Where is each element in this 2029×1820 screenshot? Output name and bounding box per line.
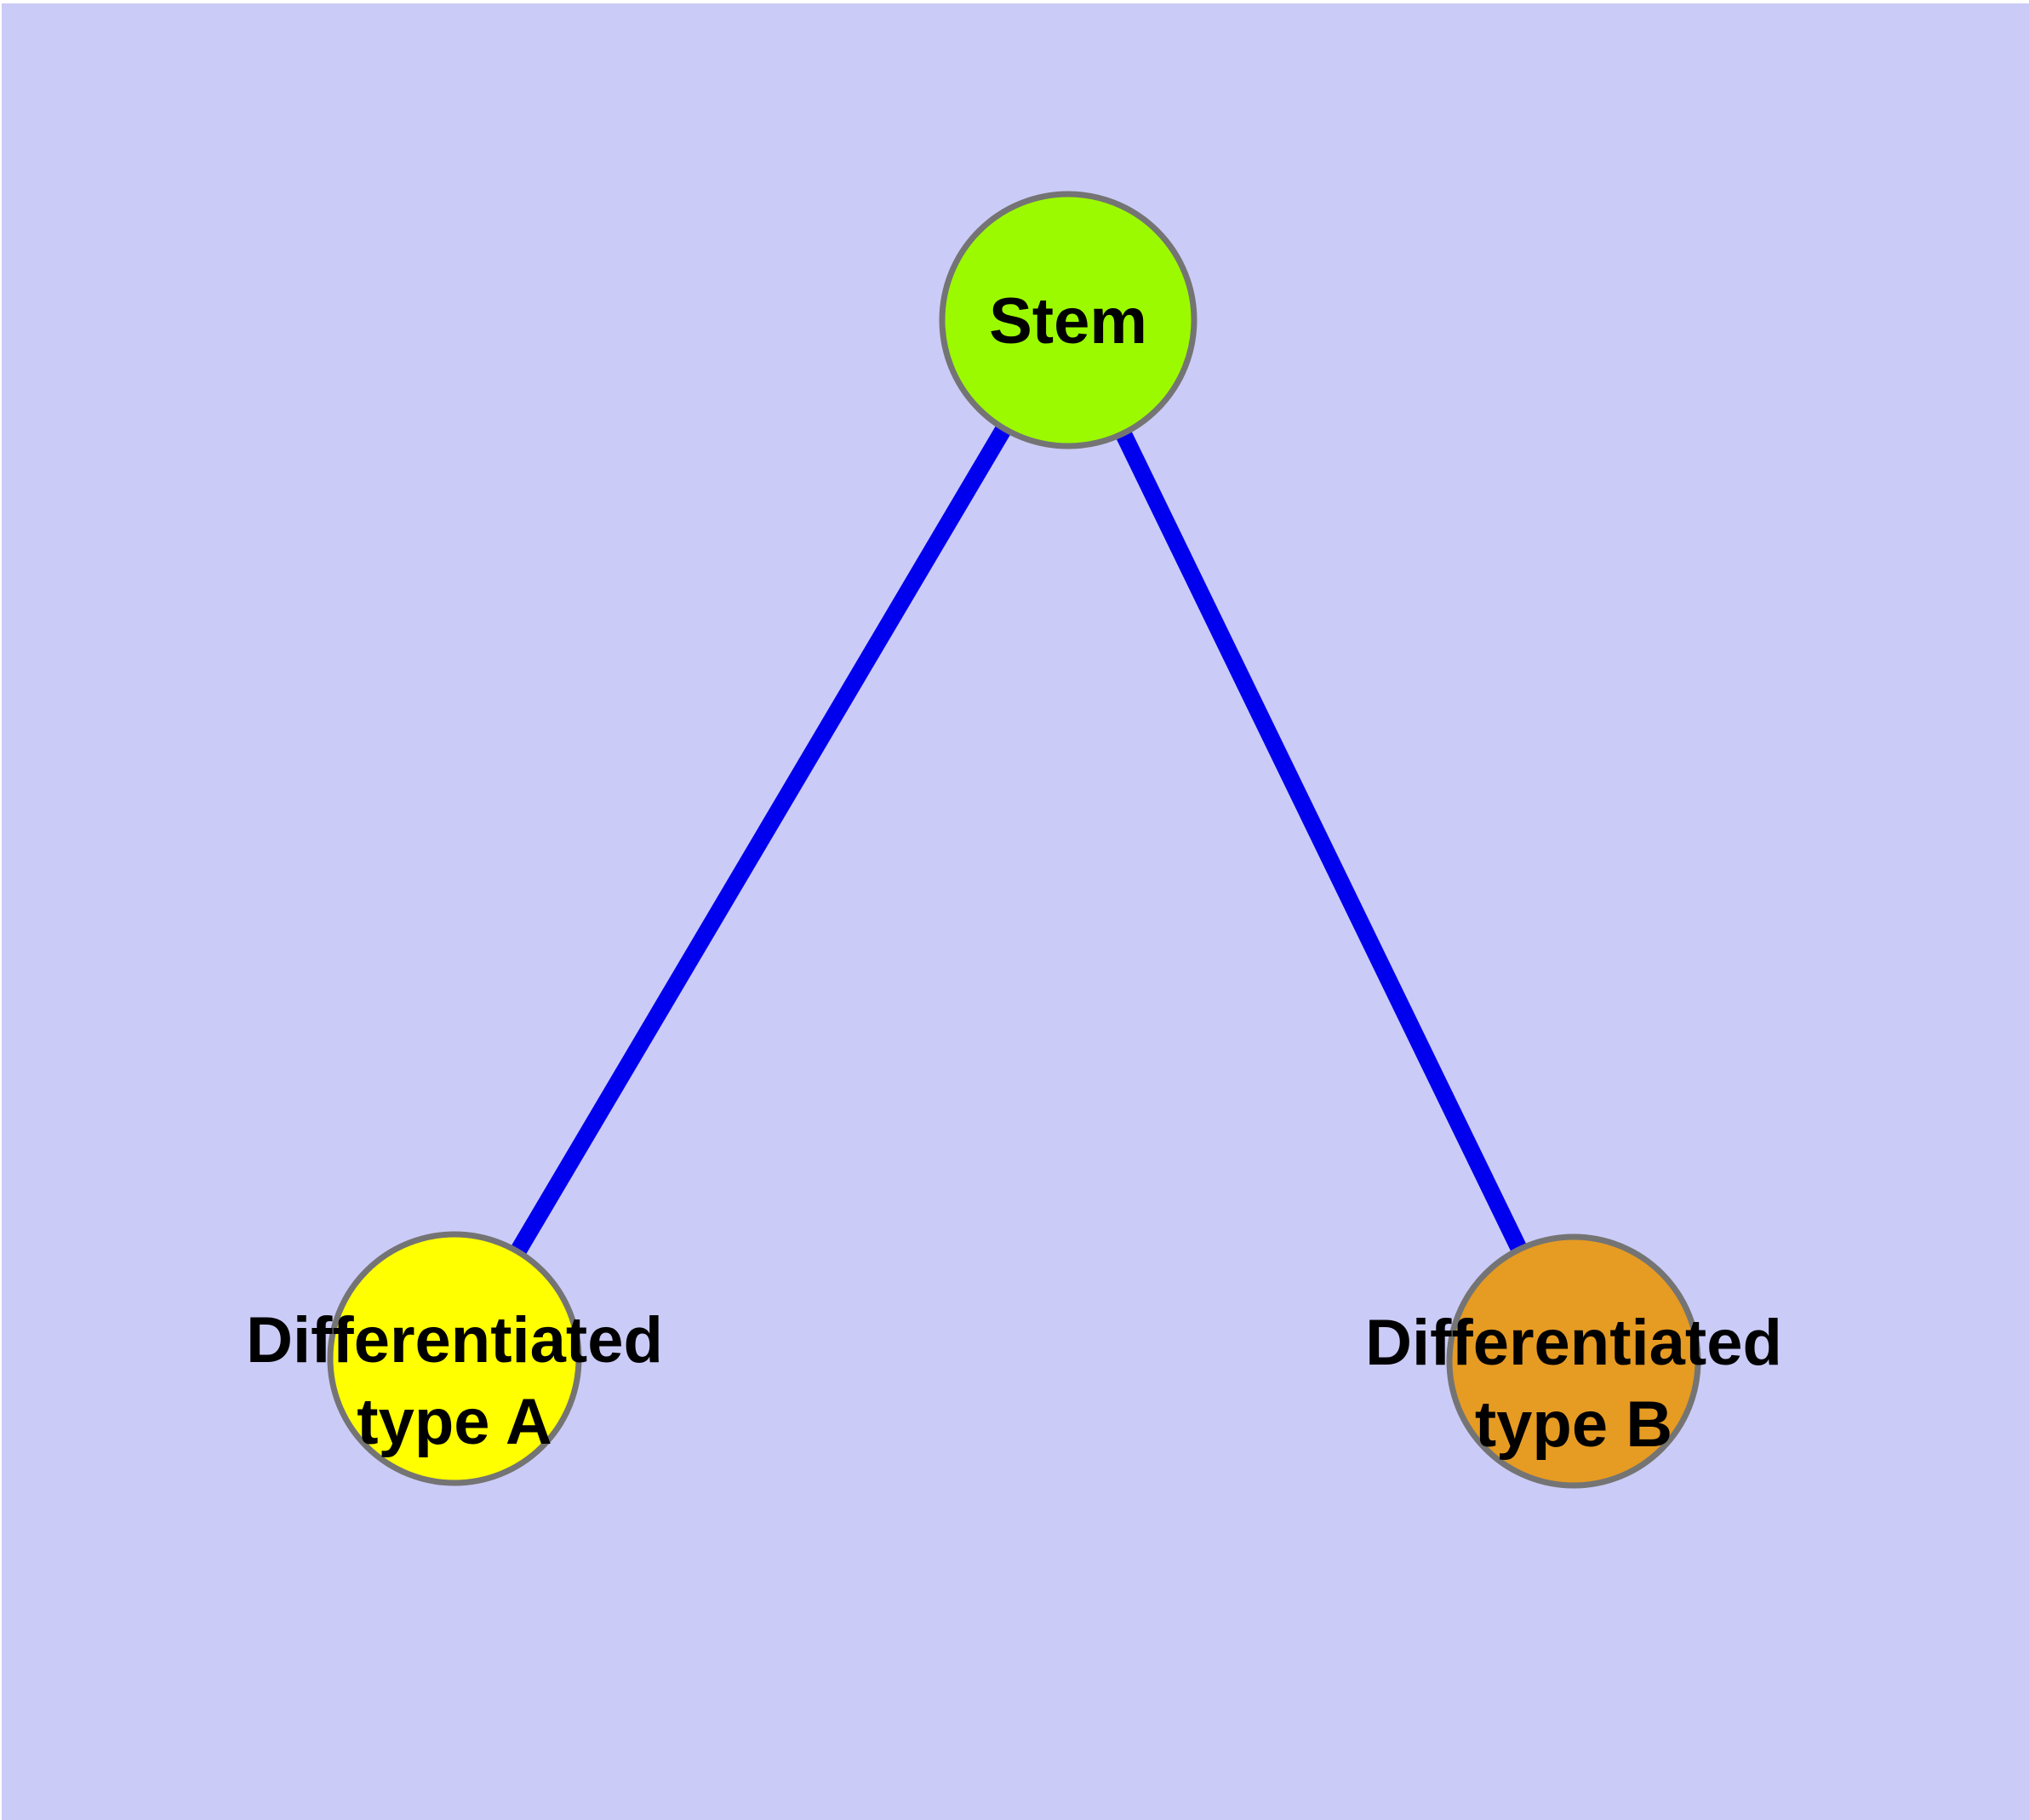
node-stem-circle (939, 191, 1197, 449)
node-type-a-label-line1: Differentiated (246, 1304, 663, 1376)
node-type-b-label-line2: type B (1475, 1388, 1672, 1461)
node-type-a-circle (327, 1231, 582, 1486)
node-type-b-circle (1446, 1233, 1701, 1489)
node-differentiated-type-a: Differentiated type A (246, 1231, 663, 1486)
node-differentiated-type-b: Differentiated type B (1365, 1233, 1782, 1489)
node-stem: Stem (939, 191, 1197, 449)
node-type-a-label-line2: type A (357, 1386, 552, 1458)
node-stem-label: Stem (989, 285, 1147, 358)
edge-stem-to-type-b (1060, 316, 1581, 1365)
graph-canvas: Stem Differentiated type A Differentiate… (2, 3, 2029, 1820)
diagram-svg: Stem Differentiated type A Differentiate… (246, 191, 1782, 1489)
node-type-b-label-line1: Differentiated (1365, 1307, 1782, 1379)
edge-stem-to-type-a (447, 315, 1076, 1364)
